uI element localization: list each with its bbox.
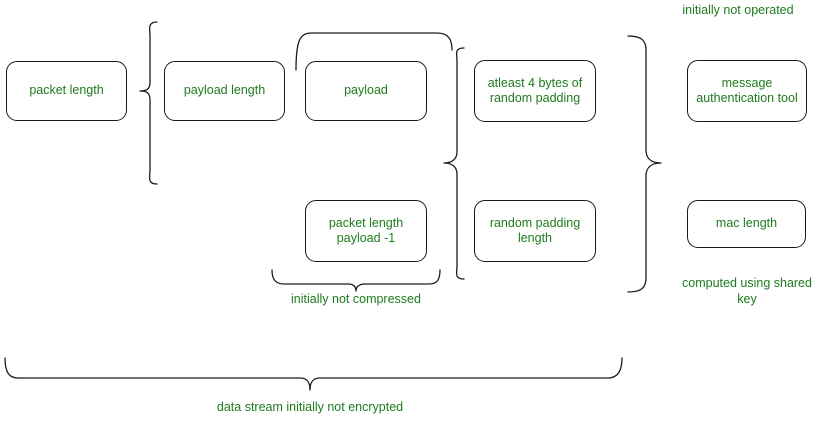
brace-not-compressed [271, 269, 441, 292]
box-packet-length[interactable]: packet length [6, 61, 127, 121]
brace-payload-group [443, 47, 465, 280]
box-random-padding[interactable]: atleast 4 bytes of random padding [474, 60, 596, 122]
brace-mac-group [627, 35, 662, 293]
box-message-auth-tool[interactable]: message authentication tool [687, 60, 807, 122]
brace-packet-to-payload [139, 21, 158, 185]
caption-initially-not-operated: initially not operated [682, 3, 794, 17]
caption-initially-not-compressed: initially not compressed [291, 292, 421, 306]
box-payload[interactable]: payload [305, 61, 427, 121]
box-mac-length[interactable]: mac length [687, 200, 806, 248]
brace-data-stream [4, 357, 623, 391]
caption-computed-using-key: computed using shared key [682, 276, 812, 306]
box-random-pad-length[interactable]: random padding length [474, 200, 596, 262]
box-packet-length-minus[interactable]: packet length payload -1 [305, 200, 427, 262]
caption-data-stream: data stream initially not encrypted [216, 400, 404, 414]
box-payload-length[interactable]: payload length [164, 61, 285, 121]
